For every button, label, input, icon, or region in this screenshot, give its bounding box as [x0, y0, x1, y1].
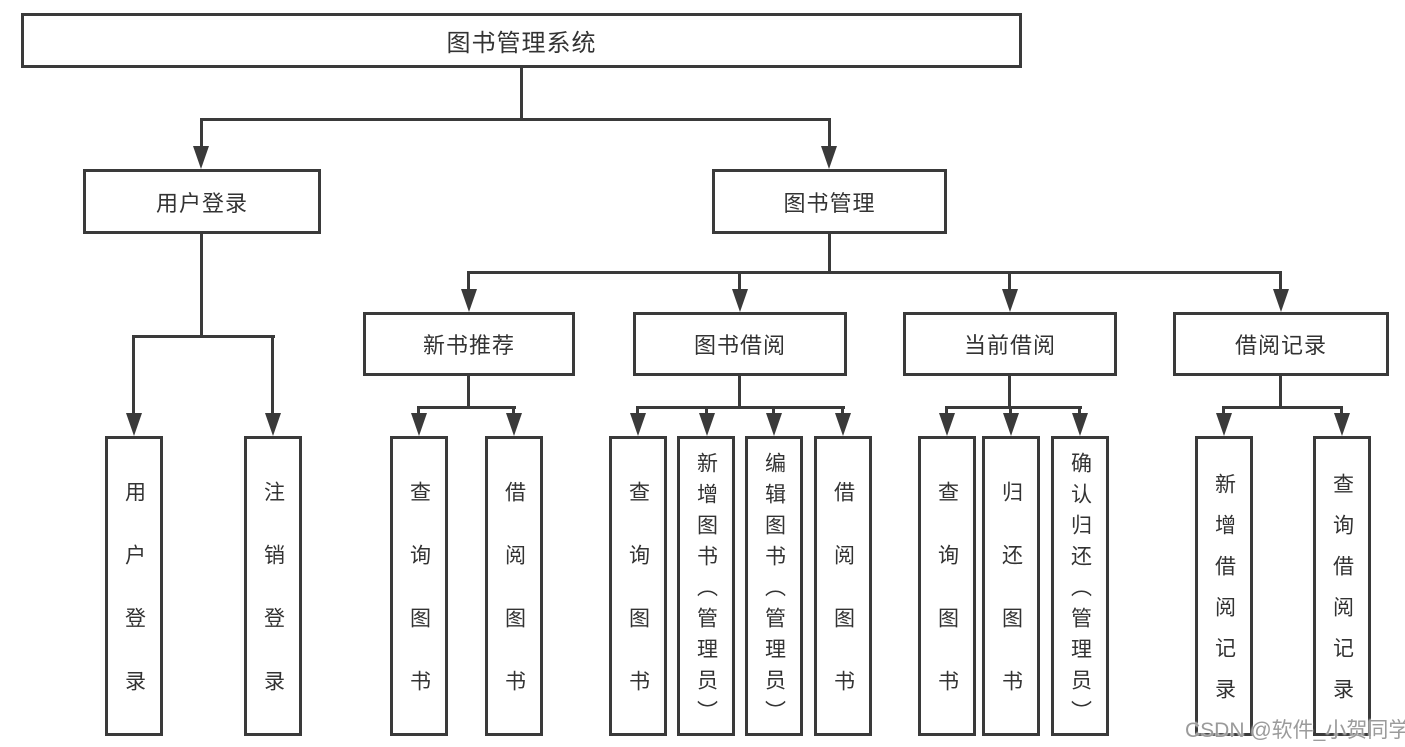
- connector-line: [1222, 406, 1225, 416]
- node-new-book-recommendation: 新书推荐: [363, 312, 575, 376]
- node-book-borrowing-label: 图书借阅: [693, 333, 786, 358]
- connector-line: [1008, 376, 1011, 408]
- leaf-add-borrow-record: 新增借阅记录: [1195, 436, 1253, 736]
- connector-line: [636, 406, 639, 416]
- connector-line: [467, 376, 470, 408]
- arrowhead-down: [1273, 289, 1289, 312]
- arrowhead-down: [265, 413, 281, 436]
- node-new-book-recommendation-label: 新书推荐: [422, 333, 515, 358]
- connector-line: [738, 271, 741, 293]
- leaf-query-books-borrowing: 查询图书: [609, 436, 667, 736]
- leaf-edit-books-admin-label: 编辑图书（管理员）: [762, 451, 786, 731]
- arrowhead-down: [630, 413, 646, 436]
- connector-line: [1279, 376, 1282, 408]
- leaf-add-books-admin-label: 新增图书（管理员）: [694, 451, 718, 731]
- node-current-borrowing-label: 当前借阅: [963, 333, 1056, 358]
- arrowhead-down: [939, 413, 955, 436]
- leaf-borrow-books: 借阅图书: [814, 436, 872, 736]
- connector-line: [417, 406, 420, 416]
- node-book-management: 图书管理: [712, 169, 947, 234]
- leaf-edit-books-admin: 编辑图书（管理员）: [745, 436, 803, 736]
- node-borrowing-records-label: 借阅记录: [1234, 333, 1327, 358]
- arrowhead-down: [699, 413, 715, 436]
- node-book-borrowing: 图书借阅: [633, 312, 847, 376]
- connector-line: [132, 335, 135, 415]
- connector-line: [1078, 406, 1081, 416]
- leaf-query-books-borrowing-label: 查询图书: [626, 481, 650, 733]
- watermark-text: CSDN @软件_小贺同学: [1185, 719, 1405, 742]
- leaf-query-borrow-record: 查询借阅记录: [1313, 436, 1371, 736]
- leaf-borrow-books-label: 借阅图书: [831, 481, 855, 733]
- leaf-logout-label: 注销登录: [261, 481, 285, 733]
- leaf-logout: 注销登录: [244, 436, 302, 736]
- leaf-confirm-return-admin-label: 确认归还（管理员）: [1068, 451, 1092, 731]
- connector-line: [467, 271, 470, 293]
- leaf-add-books-admin: 新增图书（管理员）: [677, 436, 735, 736]
- connector-line: [1008, 271, 1011, 293]
- arrowhead-down: [1072, 413, 1088, 436]
- leaf-query-books-current-label: 查询图书: [935, 481, 959, 733]
- node-borrowing-records: 借阅记录: [1173, 312, 1389, 376]
- arrowhead-down: [732, 289, 748, 312]
- connector-line: [133, 335, 275, 338]
- node-user-login: 用户登录: [83, 169, 321, 234]
- leaf-add-borrow-record-label: 新增借阅记录: [1212, 473, 1236, 719]
- arrowhead-down: [126, 413, 142, 436]
- connector-line: [637, 406, 845, 409]
- leaf-query-books-current: 查询图书: [918, 436, 976, 736]
- leaf-user-login: 用户登录: [105, 436, 163, 736]
- arrowhead-down: [766, 413, 782, 436]
- node-root-library-system: 图书管理系统: [21, 13, 1022, 68]
- connector-line: [1223, 406, 1343, 409]
- node-current-borrowing: 当前借阅: [903, 312, 1117, 376]
- arrowhead-down: [411, 413, 427, 436]
- arrowhead-down: [835, 413, 851, 436]
- leaf-return-books-label: 归还图书: [999, 481, 1023, 733]
- leaf-borrow-books-recommend: 借阅图书: [485, 436, 543, 736]
- arrowhead-down: [821, 146, 837, 169]
- connector-line: [945, 406, 948, 416]
- arrowhead-down: [193, 146, 209, 169]
- connector-line: [828, 118, 831, 150]
- connector-line: [946, 406, 1082, 409]
- leaf-confirm-return-admin: 确认归还（管理员）: [1051, 436, 1109, 736]
- connector-line: [738, 376, 741, 408]
- leaf-query-books-recommend: 查询图书: [390, 436, 448, 736]
- arrowhead-down: [1003, 413, 1019, 436]
- connector-line: [201, 118, 831, 121]
- connector-line: [1340, 406, 1343, 416]
- connector-line: [1279, 271, 1282, 293]
- arrowhead-down: [1216, 413, 1232, 436]
- leaf-user-login-label: 用户登录: [122, 481, 146, 733]
- arrowhead-down: [1002, 289, 1018, 312]
- connector-line: [828, 234, 831, 273]
- leaf-borrow-books-recommend-label: 借阅图书: [502, 481, 526, 733]
- leaf-query-books-recommend-label: 查询图书: [407, 481, 431, 733]
- connector-line: [468, 271, 1282, 274]
- node-book-management-label: 图书管理: [783, 190, 876, 216]
- arrowhead-down: [506, 413, 522, 436]
- connector-line: [418, 406, 516, 409]
- node-user-login-label: 用户登录: [155, 190, 248, 216]
- connector-line: [705, 406, 708, 416]
- connector-line: [772, 406, 775, 416]
- connector-line: [520, 68, 523, 121]
- connector-line: [512, 406, 515, 416]
- node-root-label: 图书管理系统: [446, 30, 597, 57]
- connector-line: [1009, 406, 1012, 416]
- arrowhead-down: [1334, 413, 1350, 436]
- connector-line: [841, 406, 844, 416]
- leaf-return-books: 归还图书: [982, 436, 1040, 736]
- connector-line: [200, 233, 203, 338]
- leaf-query-borrow-record-label: 查询借阅记录: [1330, 473, 1354, 719]
- arrowhead-down: [461, 289, 477, 312]
- connector-line: [200, 118, 203, 150]
- connector-line: [271, 335, 274, 415]
